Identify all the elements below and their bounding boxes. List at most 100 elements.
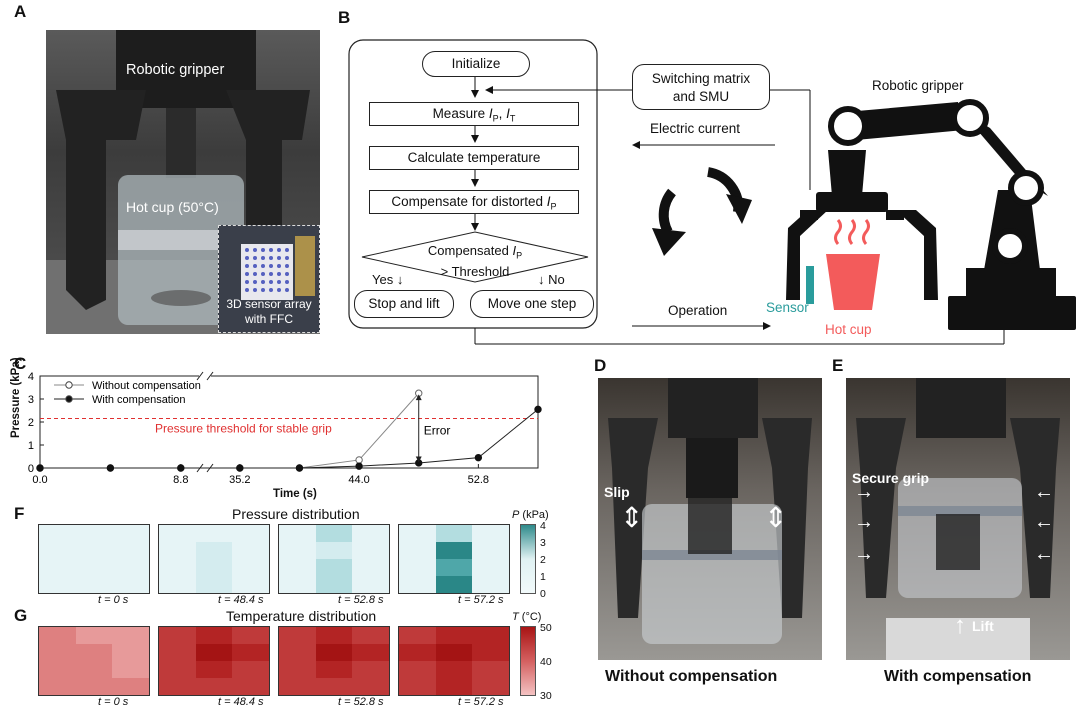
temperature-cell <box>159 678 196 695</box>
cycle-arrow-head-2 <box>726 194 752 224</box>
flow-yes: Yes ↓ <box>372 272 404 287</box>
temperature-cell <box>399 627 436 644</box>
x-tick-label: 35.2 <box>229 474 250 486</box>
temperature-cell <box>279 678 316 695</box>
y-tick-label: 1 <box>28 440 34 452</box>
temperature-time-label-0: t = 0 s <box>98 696 129 708</box>
temperature-cell <box>112 661 149 678</box>
x-tick-label: 0.0 <box>32 474 47 486</box>
temperature-dist-title: Temperature distribution <box>226 608 377 624</box>
temperature-cell <box>352 678 389 695</box>
legend-label: Without compensation <box>92 380 201 392</box>
robotic-gripper-label: Robotic gripper <box>872 78 964 93</box>
temperature-cell <box>472 678 509 695</box>
flow-calculate: Calculate temperature <box>369 146 579 170</box>
lift-arrow-icon: ↑ <box>954 612 966 639</box>
pressure-cell <box>232 542 269 559</box>
pressure-cell <box>159 559 196 576</box>
operation-label: Operation <box>668 303 728 318</box>
panel-label-g: G <box>14 606 28 625</box>
caption-without-compensation: Without compensation <box>605 668 778 685</box>
lift-label: Lift <box>972 618 994 634</box>
smu-line1: Switching matrix <box>651 71 751 86</box>
gripper-photo-label: Robotic gripper <box>126 62 225 78</box>
y-tick-label: 3 <box>28 394 34 406</box>
temperature-cb-tick: 50 <box>540 622 552 634</box>
pressure-cell <box>232 525 269 542</box>
flow-compensate-text: Compensate for distorted <box>391 194 544 209</box>
temperature-cb-label: T (°C) <box>512 611 541 623</box>
temperature-cell <box>435 661 473 678</box>
legend-marker <box>65 381 73 389</box>
pressure-cell <box>315 542 353 559</box>
temperature-cell <box>159 627 196 644</box>
temperature-heatmap-2 <box>278 626 390 696</box>
inset-label-line1: 3D sensor array <box>226 297 312 311</box>
caption-with-compensation: With compensation <box>884 668 1032 685</box>
temperature-cell <box>75 644 113 661</box>
pressure-cell <box>352 576 389 593</box>
point-with-compensation <box>474 453 483 462</box>
temperature-cell <box>195 678 233 695</box>
panel-e-photo: Secure grip → → → ← ← ← ↑ Lift <box>846 378 1070 660</box>
temperature-cell <box>435 644 473 661</box>
temperature-cell <box>112 627 149 644</box>
temperature-cell <box>112 644 149 661</box>
sensor-label: Sensor <box>766 300 809 315</box>
pressure-cb-tick: 4 <box>540 520 546 532</box>
sensor-array-inset: 3D sensor array with FFC <box>218 225 320 333</box>
with-compensation-photo-drawing <box>856 378 1060 660</box>
pressure-cell <box>315 576 353 593</box>
panel-label-e: E <box>832 356 844 375</box>
temperature-cell <box>39 644 76 661</box>
grip-arrow-right-1-icon: ← <box>1034 481 1054 503</box>
pressure-cell <box>399 542 436 559</box>
hot-cup-photo-label: Hot cup (50°C) <box>126 199 219 215</box>
flow-decision: Compensated IP > Threshold <box>395 243 555 279</box>
pressure-cell <box>159 576 196 593</box>
temperature-cell <box>75 678 113 695</box>
pressure-cell <box>112 525 149 542</box>
flow-measure-ip-sub: P <box>492 113 499 124</box>
pressure-dist-title: Pressure distribution <box>232 506 360 522</box>
panel-label-b: B <box>338 8 351 27</box>
temperature-time-label-1: t = 48.4 s <box>218 696 264 708</box>
temperature-cell <box>352 644 389 661</box>
flow-measure-ip: I <box>488 106 493 121</box>
flow-measure-it: I <box>506 106 510 121</box>
pressure-cell <box>279 525 316 542</box>
grip-arrow-left-1-icon: → <box>854 481 874 503</box>
flow-decision-threshold: > Threshold <box>440 263 510 279</box>
temperature-cell <box>39 678 76 695</box>
temperature-cell <box>232 644 269 661</box>
pressure-cell <box>75 542 113 559</box>
inset-label-line2: with FFC <box>245 312 293 326</box>
temperature-cell <box>195 661 233 678</box>
temperature-cell <box>195 644 233 661</box>
temperature-cell <box>352 661 389 678</box>
temperature-cell <box>315 678 353 695</box>
pressure-cb-tick: 0 <box>540 588 546 600</box>
grip-arrow-left-2-icon: → <box>854 511 874 533</box>
pressure-cb-tick: 1 <box>540 571 546 583</box>
flow-measure: Measure IP, IT <box>369 102 579 126</box>
sensor-icon <box>806 266 814 304</box>
flow-decision-var-sub: P <box>516 250 523 261</box>
secure-grip-label: Secure grip <box>852 470 930 486</box>
temperature-cell <box>232 678 269 695</box>
pressure-cb-label: P (kPa) <box>512 509 549 521</box>
x-tick-label: 8.8 <box>173 474 188 486</box>
pressure-cell <box>195 542 233 559</box>
pressure-cell <box>472 559 509 576</box>
smu-box: Switching matrix and SMU <box>632 64 770 110</box>
cycle-arrow-head-1 <box>652 228 686 256</box>
pressure-cb-var: P <box>512 509 520 521</box>
temperature-cell <box>472 644 509 661</box>
pressure-cell <box>435 559 473 576</box>
pressure-heatmap-1 <box>158 524 270 594</box>
pressure-cell <box>39 559 76 576</box>
pressure-cell <box>315 559 353 576</box>
pressure-cell <box>39 542 76 559</box>
temperature-cell <box>315 644 353 661</box>
flow-compensate: Compensate for distorted IP <box>369 190 579 214</box>
